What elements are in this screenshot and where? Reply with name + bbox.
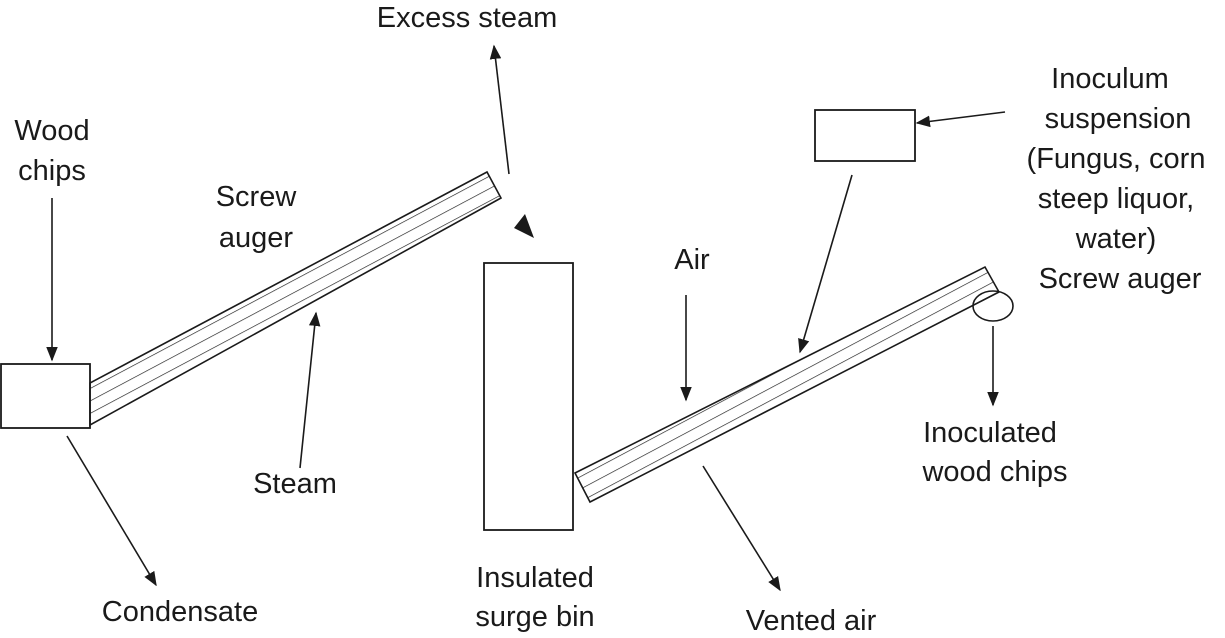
label-surge-bin-1: Insulated: [476, 562, 594, 594]
label-air: Air: [674, 244, 710, 276]
label-screw-auger-1b: auger: [219, 222, 294, 254]
label-inoculum-1: Inoculum: [1051, 63, 1169, 95]
vented-air-arrow: [702, 465, 781, 592]
label-screw-auger-1a: Screw: [216, 181, 298, 213]
label-vented-air: Vented air: [746, 605, 877, 637]
outlet-ellipse: [972, 290, 1014, 322]
label-condensate: Condensate: [102, 596, 258, 628]
inoculum-feed-arrow: [915, 111, 1006, 128]
label-wood-chips-1: Wood: [14, 115, 89, 147]
label-inoculated-1: Inoculated: [923, 417, 1057, 449]
steam-arrow: [299, 311, 321, 469]
discharge-arrowhead: [514, 214, 534, 238]
feed-hopper-box: [0, 363, 91, 429]
label-inoculum-2: suspension: [1045, 103, 1192, 135]
inoculum-tank-box: [814, 109, 916, 162]
label-inoculum-4: steep liquor,: [1038, 183, 1194, 215]
label-inoculum-3: (Fungus, corn: [1027, 143, 1206, 175]
label-inoculated-2: wood chips: [921, 456, 1067, 488]
label-surge-bin-2: surge bin: [475, 601, 594, 633]
condensate-arrow: [66, 435, 157, 587]
excess-steam-arrow: [489, 44, 510, 175]
label-excess-steam: Excess steam: [377, 2, 558, 34]
label-wood-chips-2: chips: [18, 155, 86, 187]
label-steam: Steam: [253, 468, 337, 500]
label-inoculum-5: water): [1075, 223, 1157, 255]
inoculum-injection-arrow: [798, 174, 853, 354]
screw-auger-1: [89, 170, 503, 427]
label-screw-auger-2: Screw auger: [1039, 263, 1202, 295]
insulated-surge-bin: [483, 262, 574, 531]
